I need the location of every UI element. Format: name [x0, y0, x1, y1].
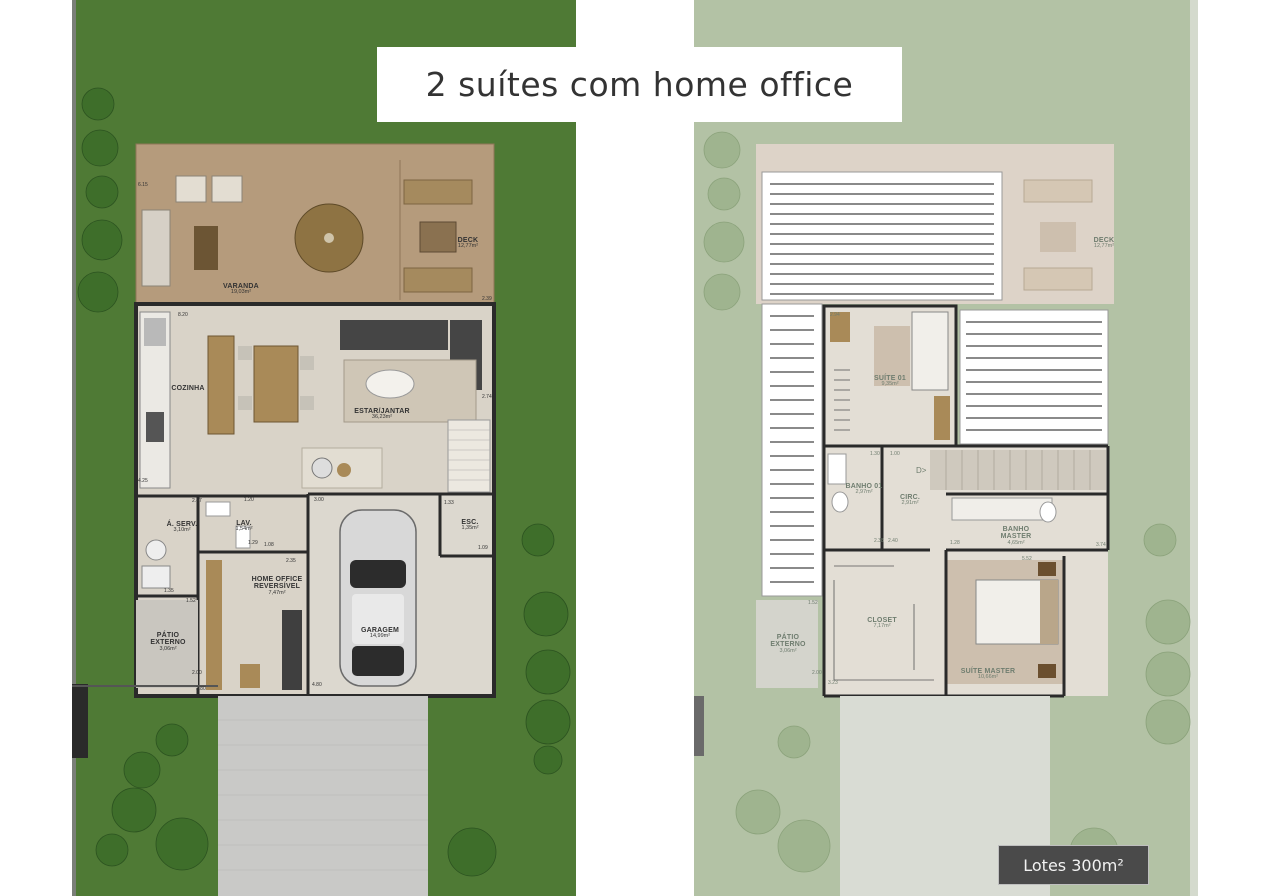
dim-label: 5.52: [1022, 556, 1032, 562]
room-name: DECK: [1093, 237, 1115, 244]
room-varanda: VARANDA 19,03m²: [196, 283, 286, 296]
room-area: 12,77m²: [1093, 243, 1115, 250]
upper-floor-plan: DECK 12,77m² SUÍTE 01 9,35m² BANHO 01 2,…: [694, 0, 1198, 896]
room-lavabo: LAV. 1,54m²: [227, 520, 261, 533]
dim-label: 3.80: [196, 686, 206, 692]
page-title: 2 suítes com home office: [425, 65, 854, 104]
dim-label: 1.33: [444, 500, 454, 506]
room-name: CLOSET: [867, 617, 897, 624]
dim-label: 3.74: [1096, 542, 1106, 548]
room-area: 19,03m²: [230, 289, 252, 296]
dim-label: 1.09: [478, 545, 488, 551]
room-name: ESC.: [461, 519, 479, 526]
room-banho-master: BANHO MASTER 4,65m²: [994, 526, 1038, 546]
ground-floor-drawing: [72, 0, 576, 896]
lot-size-badge: Lotes 300m²: [998, 845, 1149, 885]
room-home-office: HOME OFFICE REVERSÍVEL 7,47m²: [248, 576, 306, 596]
room-area: 10,66m²: [977, 674, 999, 681]
dim-label: 1.35: [164, 588, 174, 594]
dim-label: 2.74: [482, 394, 492, 400]
dim-label: 4.80: [312, 682, 322, 688]
room-estar-jantar: ESTAR/JANTAR 36,23m²: [342, 408, 422, 421]
room-area: 3,06m²: [159, 645, 177, 652]
dim-label: 1.20: [244, 497, 254, 503]
room-area: 4,65m²: [1007, 539, 1025, 546]
room-name: DECK: [457, 237, 479, 244]
dim-label: 2.00: [192, 670, 202, 676]
room-name: CIRC.: [899, 494, 921, 501]
room-area: 7,17m²: [873, 623, 891, 630]
dim-label: 1.28: [950, 540, 960, 546]
room-area: 3,06m²: [779, 647, 797, 654]
dim-label: 1.52: [808, 600, 818, 606]
room-area: 1,54m²: [235, 526, 253, 533]
room-cozinha: COZINHA: [168, 385, 208, 392]
room-area: 2,97m²: [855, 489, 873, 496]
room-name: LAV.: [236, 520, 252, 527]
lot-size-label: Lotes 300m²: [1023, 855, 1124, 875]
room-name: SUÍTE 01: [874, 375, 906, 382]
room-suite-01: SUÍTE 01 9,35m²: [868, 375, 912, 388]
dim-label: 6.15: [138, 182, 148, 188]
room-name: Á. SERV.: [166, 521, 198, 528]
dim-label: 1.00: [890, 451, 900, 457]
dim-label: 2.39: [482, 296, 492, 302]
upper-floor-drawing: [694, 0, 1198, 896]
room-patio-externo: PÁTIO EXTERNO 3,06m²: [144, 632, 192, 652]
room-area-servico: Á. SERV. 3,10m²: [162, 521, 202, 534]
room-deck: DECK 12,77m²: [448, 237, 488, 250]
room-area: 12,77m²: [457, 243, 479, 250]
room-name: PÁTIO EXTERNO: [770, 634, 806, 649]
room-area: 2,91m²: [901, 500, 919, 507]
room-suite-master: SUÍTE MASTER 10,66m²: [960, 668, 1016, 681]
room-name: BANHO 01: [845, 483, 883, 490]
room-name: ESTAR/JANTAR: [354, 408, 410, 415]
room-circulacao: CIRC. 2,91m²: [892, 494, 928, 507]
room-name: SUÍTE MASTER: [960, 668, 1016, 675]
dim-label: 2.47: [192, 498, 202, 504]
room-area: 9,35m²: [881, 381, 899, 388]
room-patio-externo-upper: PÁTIO EXTERNO 3,06m²: [764, 634, 812, 654]
room-name: COZINHA: [171, 385, 205, 392]
room-name: HOME OFFICE REVERSÍVEL: [251, 576, 303, 591]
dim-label: 2.00: [812, 670, 822, 676]
dim-label: 2.94: [830, 312, 840, 318]
dim-label: 1.52: [186, 598, 196, 604]
room-escada: ESC. 1,35m²: [450, 519, 490, 532]
ground-floor-plan: VARANDA 19,03m² DECK 12,77m² COZINHA EST…: [72, 0, 578, 896]
room-area: 3,10m²: [173, 527, 191, 534]
room-deck-upper: DECK 12,77m²: [1086, 237, 1122, 250]
dim-label: 8.20: [178, 312, 188, 318]
room-garagem: GARAGEM 14,99m²: [358, 627, 402, 640]
room-area: 7,47m²: [268, 589, 286, 596]
dim-label: 2.35: [286, 558, 296, 564]
dim-label: 3.23: [828, 680, 838, 686]
dim-label: 3.00: [314, 497, 324, 503]
room-name: PÁTIO EXTERNO: [150, 632, 186, 647]
room-area: 1,35m²: [461, 525, 479, 532]
dim-label: 4.25: [138, 478, 148, 484]
title-box: 2 suítes com home office: [377, 47, 902, 122]
room-banho-01: BANHO 01 2,97m²: [842, 483, 886, 496]
room-name: BANHO MASTER: [1000, 526, 1032, 541]
dim-label: 1.29: [248, 540, 258, 546]
room-name: GARAGEM: [361, 627, 399, 634]
dim-label: 1.30: [870, 451, 880, 457]
dim-label: 1.08: [264, 542, 274, 548]
dim-label: 2.38: [874, 538, 884, 544]
dim-label: 2.40: [888, 538, 898, 544]
room-name: VARANDA: [223, 283, 259, 290]
dim-label: D>: [916, 466, 927, 475]
room-area: 14,99m²: [369, 633, 391, 640]
room-area: 36,23m²: [371, 414, 393, 421]
room-closet: CLOSET 7,17m²: [862, 617, 902, 630]
